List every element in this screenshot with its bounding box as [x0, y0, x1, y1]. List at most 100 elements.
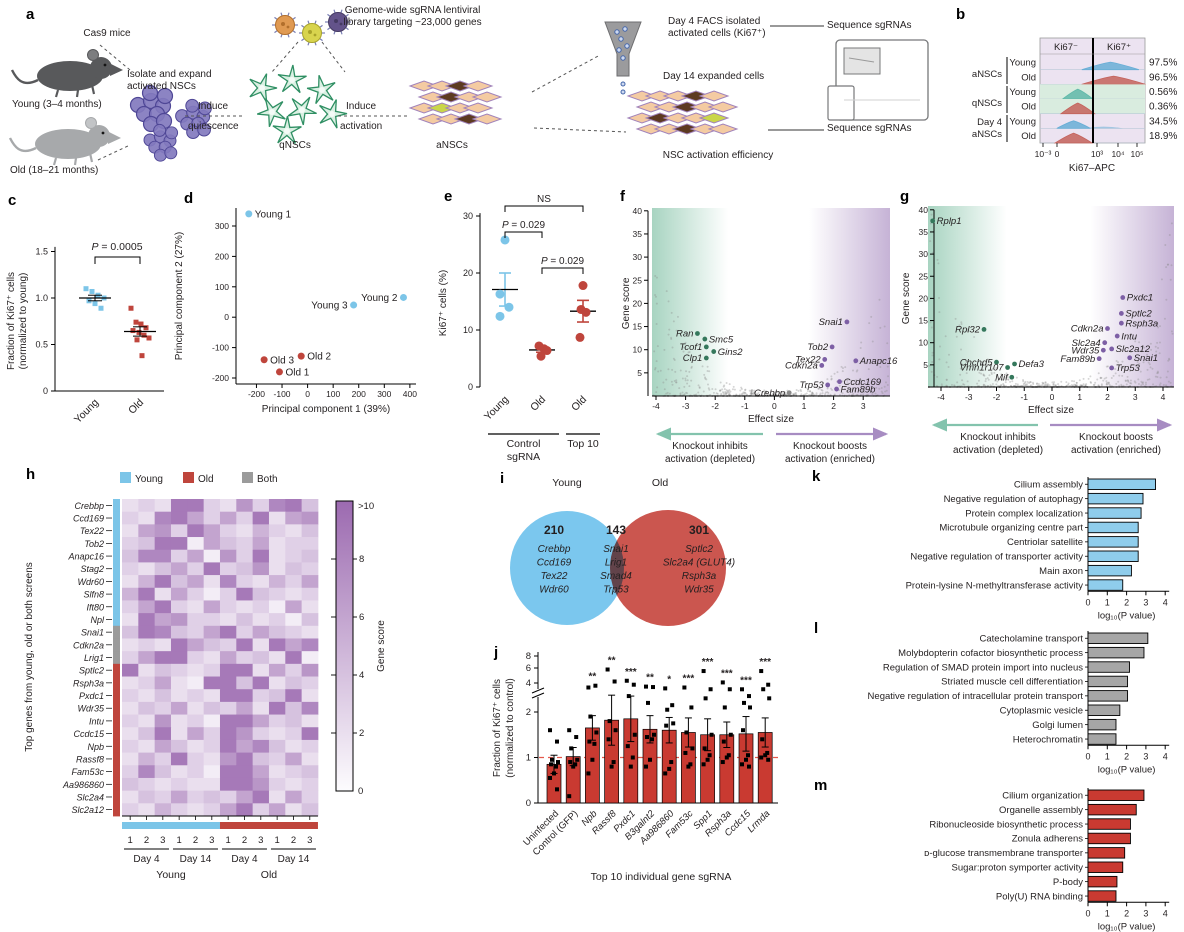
b-age-label: Young — [1009, 58, 1036, 69]
workflow-connector — [99, 44, 131, 71]
heatmap-cell — [122, 575, 139, 589]
induce2-label: Induce — [346, 101, 377, 112]
go-xtick: 3 — [1143, 751, 1148, 761]
xtick: -4 — [937, 392, 945, 402]
heatmap-cell — [236, 499, 254, 513]
go-bar — [1087, 661, 1130, 673]
heatmap-gene-label: Lrig1 — [84, 653, 104, 663]
sequence-sgrnas-label-2: Sequence sgRNAs — [827, 123, 912, 134]
venn-gene: Snai1 — [603, 544, 629, 555]
heatmap-cell — [203, 575, 221, 589]
j-point — [747, 764, 751, 769]
gene-point — [786, 390, 792, 396]
j-point — [631, 682, 636, 687]
gene-label: Fam89b — [841, 384, 876, 395]
facs-histogram — [1081, 75, 1146, 85]
c-young-point — [92, 301, 98, 307]
colorbar — [335, 500, 354, 792]
heatmap-cell — [285, 803, 303, 817]
heatmap-cell — [170, 689, 188, 703]
e-point — [536, 351, 546, 361]
heatmap-cell — [252, 765, 270, 779]
heatmap-cell — [187, 625, 205, 639]
e-ytick: 30 — [463, 211, 473, 221]
panel-label-i: i — [500, 470, 505, 487]
heatmap-cell — [219, 549, 237, 563]
heatmap-cell — [301, 765, 319, 779]
gene-point — [930, 218, 936, 224]
heatmap-cell — [252, 714, 270, 728]
heatmap-cell — [154, 549, 172, 563]
heatmap-cell — [301, 613, 319, 627]
facs-histogram — [1053, 132, 1094, 144]
j-significance: ** — [646, 673, 654, 684]
heatmap-cell — [301, 739, 319, 753]
arrow-caption: activation (depleted) — [665, 454, 755, 465]
heatmap-cell — [301, 676, 319, 690]
heatmap-cell — [268, 701, 286, 715]
heatmap-cell — [122, 625, 139, 639]
xtick: 2 — [831, 401, 836, 411]
gene-point — [703, 355, 709, 361]
heatmap-cell — [187, 663, 205, 677]
j-point — [722, 705, 727, 710]
heatmap-cell — [170, 790, 188, 804]
heatmap-cell — [219, 739, 237, 753]
j-ylabel: (normalized to control) — [505, 678, 516, 777]
heatmap-cell — [203, 638, 221, 652]
heatmap-cell — [285, 524, 303, 538]
j-significance: ** — [608, 656, 616, 667]
j-point — [741, 728, 745, 733]
heatmap-cell — [170, 765, 188, 779]
heatmap-col-number: 1 — [177, 835, 182, 846]
go-xtick: 3 — [1143, 908, 1148, 918]
p-value-label: P = 0.029 — [502, 220, 546, 231]
heatmap-cell — [138, 689, 156, 703]
heatmap-day-label: Day 14 — [180, 854, 212, 865]
heatmap-cell — [122, 613, 139, 627]
ytick: 5 — [637, 368, 642, 378]
colorbar-tick: 4 — [359, 670, 364, 681]
heatmap-cell — [187, 765, 205, 779]
go-bar — [1087, 632, 1149, 644]
heatmap-cell — [252, 600, 270, 614]
heatmap-cell — [268, 727, 286, 741]
heatmap-cell — [187, 701, 205, 715]
go-term-label: Ribonucleoside biosynthetic process — [929, 819, 1083, 830]
heatmap-cell — [154, 511, 172, 525]
heatmap-cell — [285, 663, 303, 677]
heatmap-cell — [122, 790, 139, 804]
heatmap-col-number: 2 — [144, 835, 149, 846]
go-term-label: Cytoplasmic vesicle — [1000, 706, 1083, 717]
heatmap-cell — [268, 613, 286, 627]
j-point — [573, 762, 578, 767]
d-point-label: Old 2 — [307, 352, 331, 363]
heatmap-cell — [236, 625, 254, 639]
j-point — [766, 682, 771, 687]
gene-point — [834, 386, 839, 392]
panel-label-m: m — [814, 777, 828, 794]
go-bar — [1087, 550, 1139, 562]
heatmap-cell — [187, 803, 205, 817]
heatmap-cell — [236, 689, 254, 703]
j-point — [740, 762, 744, 767]
j-point — [728, 732, 733, 737]
heatmap-cell — [268, 714, 286, 728]
b-percent-label: 18.9% — [1149, 131, 1177, 142]
arrow-caption: Knockout boosts — [793, 441, 867, 452]
heatmap-cell — [154, 676, 172, 690]
gene-label: Snai1 — [819, 317, 843, 328]
go-bar — [1087, 861, 1124, 873]
heatmap-cell — [301, 727, 319, 741]
heatmap-cell — [268, 499, 286, 513]
heatmap-cell — [187, 587, 205, 601]
heatmap-cell — [285, 752, 303, 766]
qnscs-label: qNSCs — [279, 140, 311, 151]
ytick: 20 — [919, 293, 929, 303]
gene-label: Cdkn2a — [1071, 324, 1104, 335]
heatmap-cell — [154, 524, 172, 538]
screen-strip — [113, 625, 120, 639]
j-point — [625, 744, 630, 749]
